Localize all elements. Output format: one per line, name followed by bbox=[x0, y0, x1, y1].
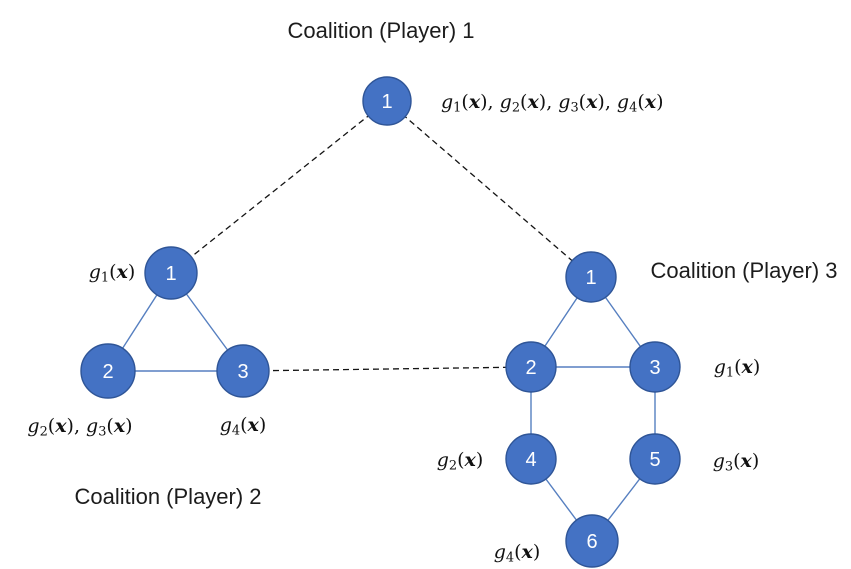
constraints-label-c3-node5: g3(x) bbox=[712, 450, 760, 475]
constraints-label-c1-node1: g1(x), g2(x), g3(x), g4(x) bbox=[441, 91, 664, 116]
node-c3-6-label: 6 bbox=[586, 531, 597, 553]
dashed-edges bbox=[170, 100, 592, 372]
node-c3-2-circle bbox=[505, 341, 557, 393]
node-c3-5-circle bbox=[629, 433, 681, 485]
node-c3-4-circle bbox=[505, 433, 557, 485]
node-c3-3-label: 3 bbox=[649, 357, 660, 379]
nodes: 1 1 2 3 1 2 bbox=[80, 76, 681, 568]
constraints-label-c3-node6: g4(x) bbox=[493, 541, 541, 566]
node-c3-5: 5 bbox=[629, 433, 681, 485]
node-c2-3: 3 bbox=[216, 344, 270, 398]
node-c3-2-label: 2 bbox=[525, 357, 536, 379]
node-c2-3-circle bbox=[216, 344, 270, 398]
constraints-label-c3-node3: g1(x) bbox=[713, 356, 761, 381]
node-c3-4-label: 4 bbox=[525, 449, 536, 471]
node-c1-1-circle bbox=[362, 76, 412, 126]
node-c2-2-circle bbox=[80, 343, 136, 399]
constraints-label-c2-node2: g2(x), g3(x) bbox=[27, 415, 133, 440]
node-c2-2-label: 2 bbox=[102, 361, 113, 383]
node-c3-1: 1 bbox=[565, 251, 617, 303]
node-c3-5-label: 5 bbox=[649, 449, 660, 471]
node-c2-3-label: 3 bbox=[237, 361, 248, 383]
coalition-2-title: Coalition (Player) 2 bbox=[74, 484, 262, 509]
coalition-3-title: Coalition (Player) 3 bbox=[650, 258, 838, 283]
node-c3-4: 4 bbox=[505, 433, 557, 485]
node-c2-1: 1 bbox=[144, 246, 198, 300]
node-c3-1-circle bbox=[565, 251, 617, 303]
node-c2-1-label: 1 bbox=[165, 263, 176, 285]
node-c1-1-label: 1 bbox=[381, 91, 392, 113]
constraints-label-c2-node1: g1(x) bbox=[88, 261, 136, 286]
dashed-edge-c2n3-c3n2 bbox=[242, 366, 532, 372]
coalition-1-title: Coalition (Player) 1 bbox=[287, 18, 475, 43]
node-c3-3-circle bbox=[629, 341, 681, 393]
node-c3-3: 3 bbox=[629, 341, 681, 393]
dashed-edge-c1n1-c2n1 bbox=[170, 100, 388, 274]
node-c2-2: 2 bbox=[80, 343, 136, 399]
node-c3-1-label: 1 bbox=[585, 267, 596, 289]
constraints-label-c3-node4: g2(x) bbox=[436, 449, 484, 474]
node-c1-1: 1 bbox=[362, 76, 412, 126]
constraints-label-c2-node3: g4(x) bbox=[219, 414, 267, 439]
node-c3-6-circle bbox=[565, 514, 619, 568]
dashed-edge-c1n1-c3n1 bbox=[386, 100, 592, 278]
node-c3-2: 2 bbox=[505, 341, 557, 393]
node-c3-6: 6 bbox=[565, 514, 619, 568]
node-c2-1-circle bbox=[144, 246, 198, 300]
